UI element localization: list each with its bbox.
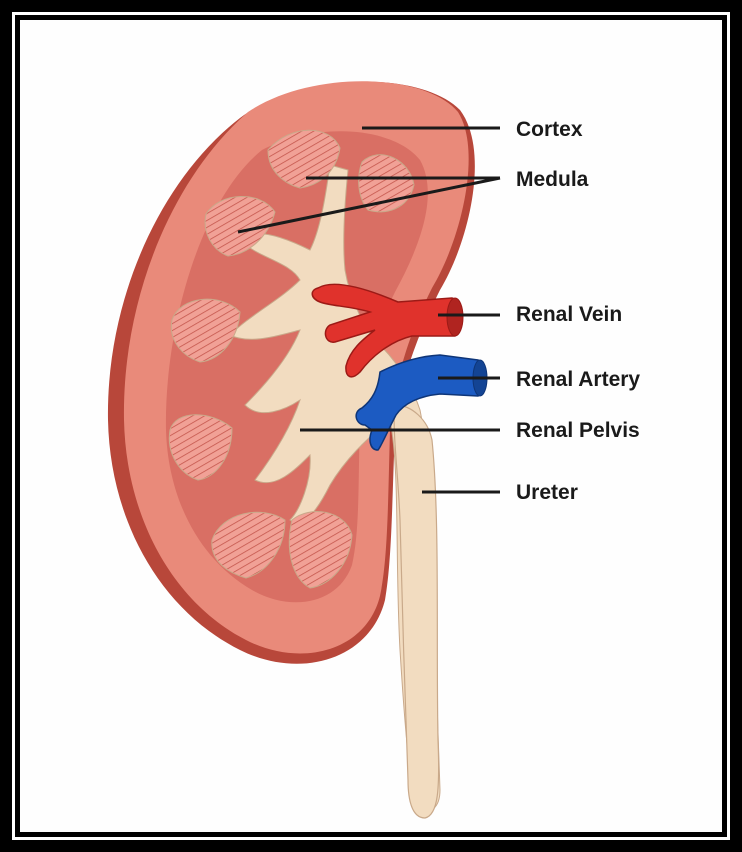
renal-vein-label: Renal Vein [516,304,622,325]
cortex-label: Cortex [516,119,583,140]
renal-pelvis-label: Renal Pelvis [516,420,640,441]
medula-label: Medula [516,169,588,190]
ureter-label: Ureter [516,482,578,503]
renal-artery-label: Renal Artery [516,369,640,390]
